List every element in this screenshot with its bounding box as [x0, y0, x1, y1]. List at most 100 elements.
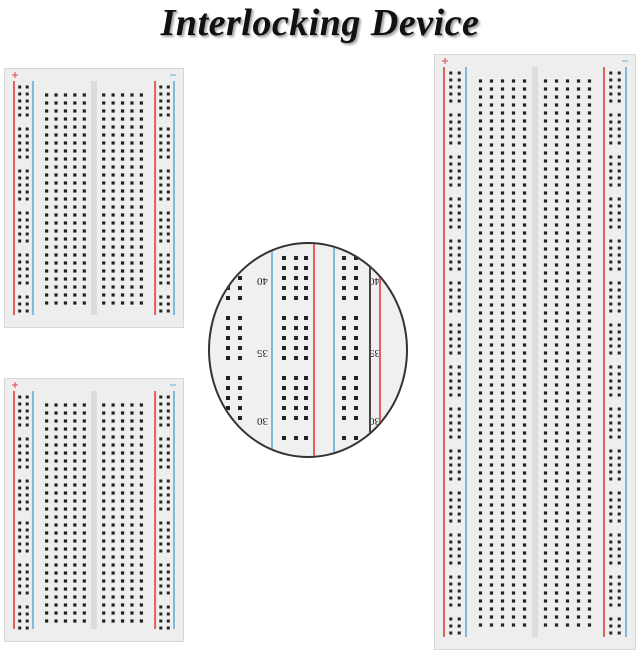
zoom-hole [238, 266, 242, 270]
terminal-hole [139, 301, 143, 305]
top-left-breadboard [4, 68, 184, 328]
zoom-hole [238, 276, 242, 280]
terminal-hole [489, 591, 494, 595]
terminal-hole [576, 327, 581, 331]
rail-hole [617, 582, 621, 586]
zoom-hole [282, 326, 286, 330]
terminal-hole [576, 599, 581, 603]
rail-hole [159, 626, 163, 630]
terminal-hole [63, 237, 68, 241]
rail-hole [449, 281, 453, 285]
terminal-hole [63, 419, 68, 423]
terminal-hole [120, 269, 125, 273]
rail-hole [457, 99, 461, 103]
rail-hole [457, 169, 461, 173]
rail-hole [617, 246, 621, 250]
rail-hole [457, 414, 461, 418]
rail-hole [457, 113, 461, 117]
rail-hole [617, 85, 621, 89]
terminal-hole [111, 285, 115, 289]
rail-hole [166, 281, 170, 285]
terminal-hole [478, 95, 483, 99]
rail-hole [166, 402, 170, 406]
terminal-hole [111, 475, 115, 479]
rail-hole [25, 218, 29, 222]
zoom-hole [226, 356, 230, 360]
terminal-hole [576, 399, 581, 403]
terminal-hole [73, 539, 77, 543]
terminal-hole [54, 245, 58, 249]
rail-hole [159, 444, 163, 448]
terminal-hole [73, 221, 77, 225]
rail-hole [159, 274, 163, 278]
rail-hole [609, 414, 613, 418]
terminal-hole [63, 269, 68, 273]
rail-hole [617, 127, 621, 131]
terminal-hole [478, 79, 483, 83]
terminal-hole [54, 293, 58, 297]
terminal-hole [522, 615, 527, 619]
terminal-hole [130, 101, 134, 105]
terminal-hole [511, 455, 516, 459]
terminal-hole [500, 111, 505, 115]
rail-hole [457, 330, 461, 334]
terminal-hole [500, 311, 505, 315]
terminal-hole [522, 103, 527, 107]
rail-hole [159, 409, 163, 413]
rail-hole [457, 281, 461, 285]
terminal-hole [489, 407, 494, 411]
terminal-hole [587, 535, 592, 539]
terminal-hole [139, 149, 143, 153]
terminal-hole [111, 253, 115, 257]
terminal-hole [478, 335, 483, 339]
rail-hole [449, 491, 453, 495]
terminal-hole [54, 475, 58, 479]
terminal-hole [543, 95, 548, 99]
terminal-hole [63, 165, 68, 169]
terminal-hole [478, 479, 483, 483]
terminal-hole [120, 221, 125, 225]
terminal-hole [102, 149, 106, 153]
zoom-number-1: 40 [257, 275, 269, 287]
terminal-hole [522, 575, 527, 579]
terminal-hole [120, 603, 125, 607]
rail-hole [617, 162, 621, 166]
terminal-hole [522, 415, 527, 419]
terminal-hole [130, 165, 134, 169]
terminal-hole [478, 151, 483, 155]
terminal-hole [82, 245, 86, 249]
terminal-hole [587, 471, 592, 475]
rail-hole [609, 435, 613, 439]
rail-hole [617, 414, 621, 418]
terminal-hole [500, 255, 505, 259]
terminal-hole [54, 427, 58, 431]
rail-hole [449, 470, 453, 474]
terminal-hole [54, 221, 58, 225]
rail-hole [457, 540, 461, 544]
terminal-hole [565, 455, 570, 459]
zoom-hole [342, 416, 346, 420]
zoom-detail-graphic: 40 35 30 40 35 30 [226, 244, 381, 456]
bottom-left-breadboard [4, 378, 184, 642]
rail-hole [18, 274, 22, 278]
terminal-hole [576, 447, 581, 451]
terminal-hole [63, 293, 68, 297]
terminal-hole [63, 427, 68, 431]
zoom-hole [342, 286, 346, 290]
terminal-hole [120, 101, 125, 105]
terminal-hole [489, 415, 494, 419]
terminal-hole [111, 595, 115, 599]
terminal-hole [111, 571, 115, 575]
terminal-hole [45, 443, 49, 447]
terminal-hole [63, 531, 68, 535]
zoom-hole [282, 316, 286, 320]
terminal-hole [111, 603, 115, 607]
terminal-hole [565, 279, 570, 283]
rail-hole [609, 225, 613, 229]
terminal-hole [73, 619, 77, 623]
terminal-hole [478, 223, 483, 227]
terminal-hole [565, 79, 570, 83]
terminal-hole [554, 551, 559, 555]
zoom-hole [342, 296, 346, 300]
rail-hole [159, 605, 163, 609]
